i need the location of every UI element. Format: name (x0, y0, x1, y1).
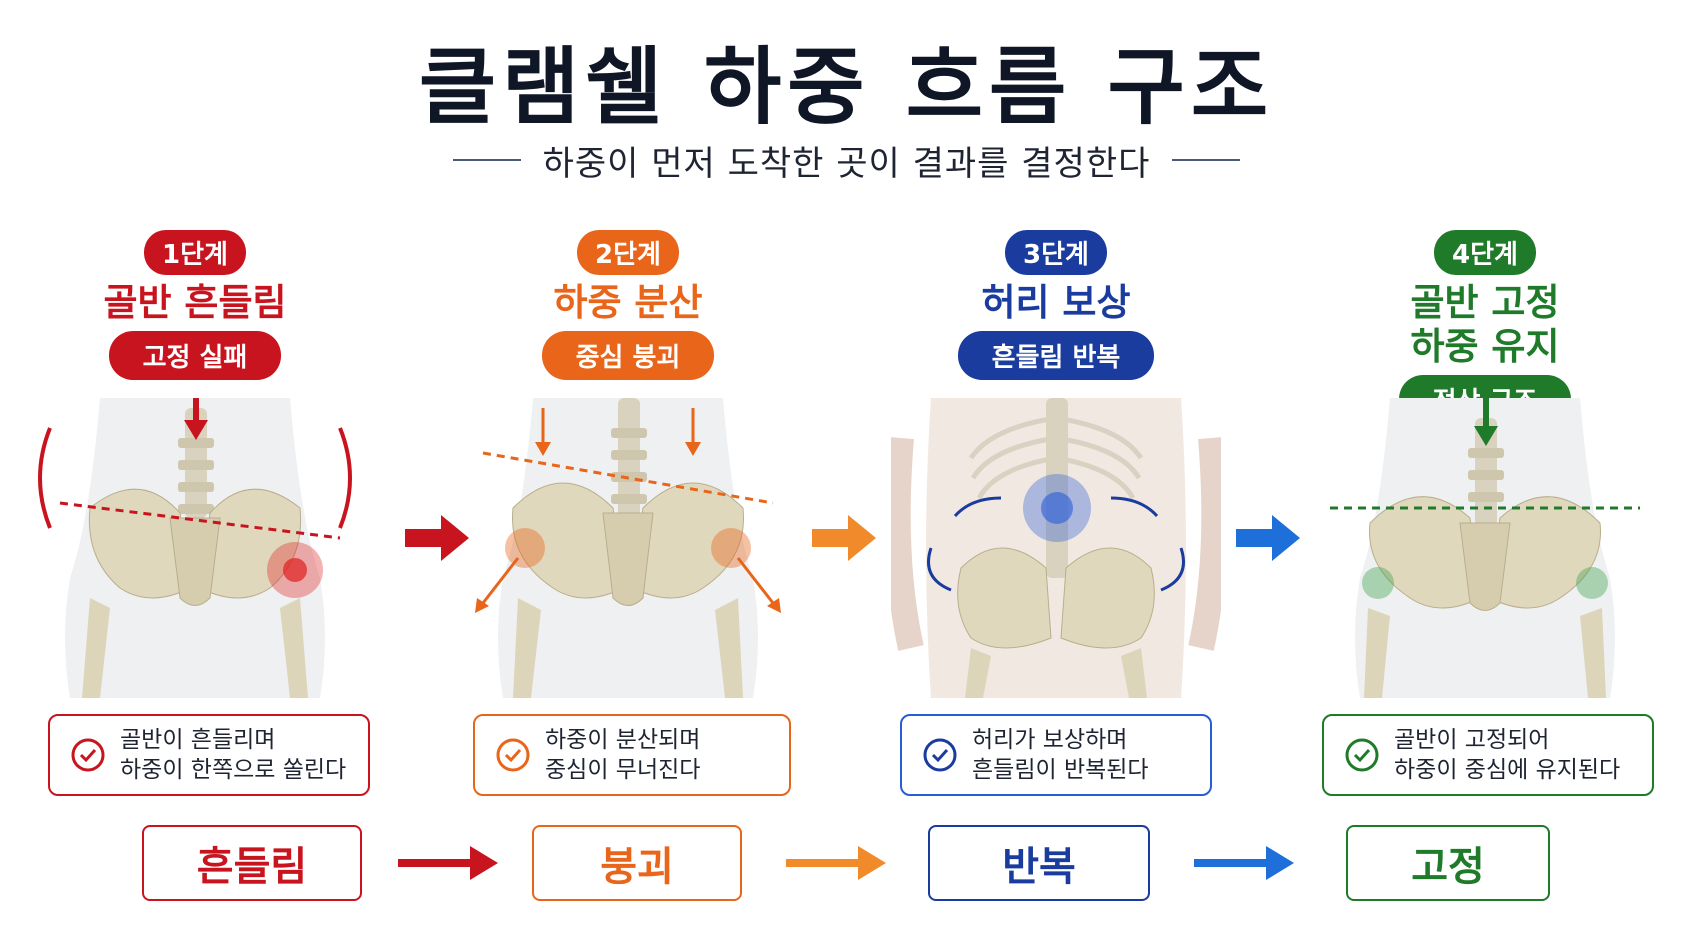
check-box-stage-4: 골반이 고정되어 하중이 중심에 유지된다 (1322, 714, 1654, 796)
subtitle-divider-left (452, 159, 521, 161)
check-text-stage-1: 골반이 흔들리며 하중이 한쪽으로 쏠린다 (120, 725, 346, 785)
stage-3-badge: 3단계 (1005, 230, 1107, 275)
stage-3-pill: 흔들림 반복 (957, 331, 1155, 380)
arrow-right-icon (1194, 846, 1294, 880)
spine-illustration-compensation (891, 398, 1221, 698)
check-circle-icon (923, 738, 957, 772)
stage-4-badge: 4단계 (1434, 230, 1536, 275)
stage-1-title: 골반 흔들림 (103, 281, 287, 324)
check-text-stage-2: 하중이 분산되며 중심이 무너진다 (545, 725, 700, 785)
check-line: 골반이 흔들리며 (120, 727, 276, 753)
flow-box-collapse: 붕괴 (532, 825, 742, 901)
stage-1-badge: 1단계 (144, 230, 246, 275)
check-line: 하중이 중심에 유지된다 (1394, 757, 1621, 783)
stage-1-pill: 고정 실패 (108, 331, 282, 380)
check-box-stage-2: 하중이 분산되며 중심이 무너진다 (473, 714, 791, 796)
pelvis-illustration-unstable (30, 398, 360, 698)
check-circle-icon (1345, 738, 1379, 772)
arrow-right-icon (812, 515, 876, 561)
stage-4-header: 4단계 골반 고정 하중 유지 정상 구조 (1320, 230, 1650, 424)
check-line: 허리가 보상하며 (972, 727, 1128, 753)
check-line: 중심이 무너진다 (545, 757, 701, 783)
check-line: 하중이 분산되며 (545, 727, 701, 753)
stage-4-title-line-1: 골반 고정 (1410, 281, 1560, 324)
check-circle-icon (71, 738, 105, 772)
stage-2-badge: 2단계 (577, 230, 679, 275)
check-box-stage-1: 골반이 흔들리며 하중이 한쪽으로 쏠린다 (48, 714, 370, 796)
subtitle-row: 하중이 먼저 도착한 곳이 결과를 결정한다 (0, 140, 1693, 184)
check-text-stage-4: 골반이 고정되어 하중이 중심에 유지된다 (1394, 725, 1620, 785)
subtitle: 하중이 먼저 도착한 곳이 결과를 결정한다 (542, 143, 1151, 184)
stage-4-title-line-2: 하중 유지 (1410, 325, 1560, 368)
arrow-right-icon (398, 846, 498, 880)
stage-2-pill: 중심 붕괴 (541, 331, 715, 380)
stage-1-header: 1단계 골반 흔들림 고정 실패 (30, 230, 360, 380)
stage-2-title: 하중 분산 (553, 281, 703, 324)
flow-box-shake: 흔들림 (142, 825, 362, 901)
check-circle-icon (496, 738, 530, 772)
page-title: 클램쉘 하중 흐름 구조 (418, 38, 1275, 136)
subtitle-divider-right (1172, 159, 1241, 161)
pelvis-illustration-stable (1320, 398, 1650, 698)
flow-box-repeat: 반복 (928, 825, 1150, 901)
arrow-right-icon (786, 846, 886, 880)
pelvis-illustration-collapse (463, 398, 793, 698)
stage-2-header: 2단계 하중 분산 중심 붕괴 (463, 230, 793, 380)
check-text-stage-3: 허리가 보상하며 흔들림이 반복된다 (972, 725, 1149, 785)
arrow-right-icon (1236, 515, 1300, 561)
flow-box-fixed: 고정 (1346, 825, 1550, 901)
check-line: 흔들림이 반복된다 (972, 757, 1149, 783)
stage-3-title: 허리 보상 (981, 281, 1131, 324)
arrow-right-icon (405, 515, 469, 561)
check-line: 골반이 고정되어 (1394, 727, 1550, 753)
check-box-stage-3: 허리가 보상하며 흔들림이 반복된다 (900, 714, 1212, 796)
stage-3-header: 3단계 허리 보상 흔들림 반복 (891, 230, 1221, 380)
check-line: 하중이 한쪽으로 쏠린다 (120, 757, 347, 783)
